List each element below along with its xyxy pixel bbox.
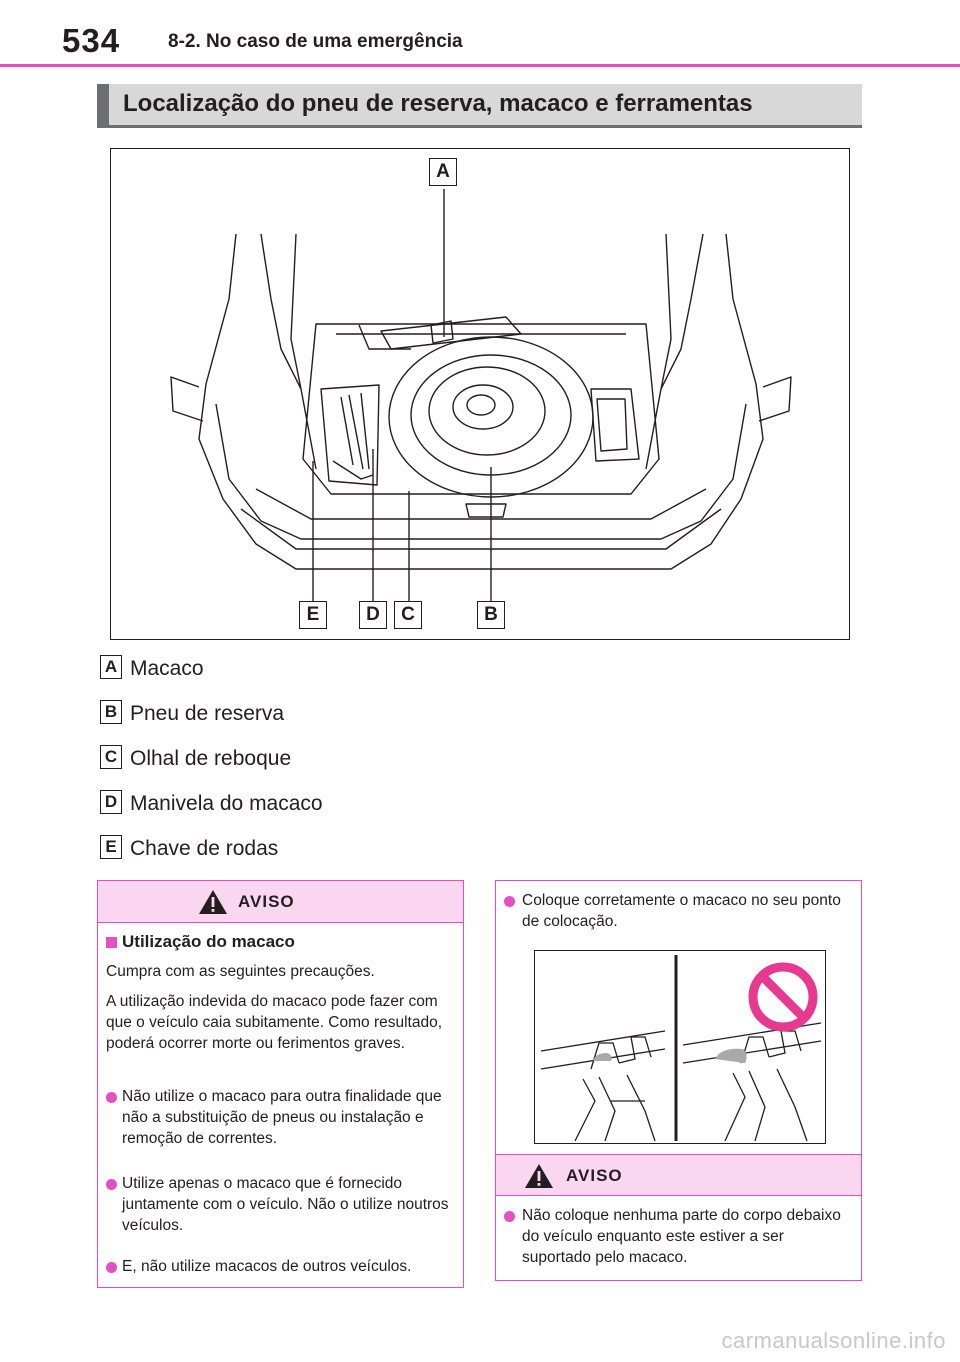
bullet-dot xyxy=(106,1262,117,1273)
warning-triangle-icon xyxy=(525,1164,553,1188)
warning-title: AVISO xyxy=(566,1166,623,1185)
bullet-dot xyxy=(504,1211,515,1222)
warning-intro: Cumpra com as seguintes precauções. xyxy=(106,963,375,980)
legend-label: Manivela do macaco xyxy=(130,792,323,815)
warning-header: AVISO xyxy=(98,881,463,923)
trunk-illustration: A E D C B xyxy=(110,148,850,640)
warning-bullet: Não coloque nenhuma parte do corpo debai… xyxy=(522,1207,841,1266)
warning-bullet: Coloque corretamente o macaco no seu pon… xyxy=(522,892,841,930)
warning-subheading: Utilização do macaco xyxy=(122,932,295,951)
callout-a: A xyxy=(429,158,457,186)
legend-label: Macaco xyxy=(130,657,204,680)
legend-label: Chave de rodas xyxy=(130,837,279,860)
callout-e: E xyxy=(299,601,327,629)
legend-label: Pneu de reserva xyxy=(130,702,285,725)
legend-badge: C xyxy=(100,745,122,769)
callout-c: C xyxy=(394,601,422,629)
header-rule xyxy=(0,64,960,67)
jack-placement-drawing xyxy=(540,955,822,1142)
chapter-title: 8-2. No caso de uma emergência xyxy=(168,31,463,52)
warning-triangle-icon xyxy=(199,890,227,914)
warning-title: AVISO xyxy=(238,892,295,911)
trunk-drawing xyxy=(170,189,792,604)
legend-label: Olhal de reboque xyxy=(130,747,292,770)
warning-header: AVISO xyxy=(496,1154,861,1196)
jack-placement-illustration xyxy=(534,950,826,1144)
legend-badge: A xyxy=(100,655,122,679)
section-heading: Localização do pneu de reserva, macaco e… xyxy=(97,84,862,128)
bullet-dot xyxy=(106,1179,117,1190)
legend-badge: D xyxy=(100,790,122,814)
legend-badge: B xyxy=(100,700,122,724)
warning-bullet: Não utilize o macaco para outra finalida… xyxy=(122,1088,442,1147)
warning-bullet: E, não utilize macacos de outros veículo… xyxy=(122,1258,412,1275)
warning-box-left: AVISO Utilização do macaco Cumpra com as… xyxy=(97,880,464,1288)
square-bullet xyxy=(106,937,117,948)
callout-b: B xyxy=(477,601,505,629)
prohibition-icon xyxy=(748,962,818,1032)
warning-bullet: Utilize apenas o macaco que é fornecido … xyxy=(122,1175,449,1234)
bullet-dot xyxy=(504,896,515,907)
warning-paragraph: A utilização indevida do macaco pode faz… xyxy=(106,993,443,1052)
bullet-dot xyxy=(106,1092,117,1103)
legend-badge: E xyxy=(100,835,122,859)
page-number: 534 xyxy=(62,22,121,59)
callout-d: D xyxy=(359,601,387,629)
watermark: carmanualsonline.info xyxy=(721,1328,946,1353)
